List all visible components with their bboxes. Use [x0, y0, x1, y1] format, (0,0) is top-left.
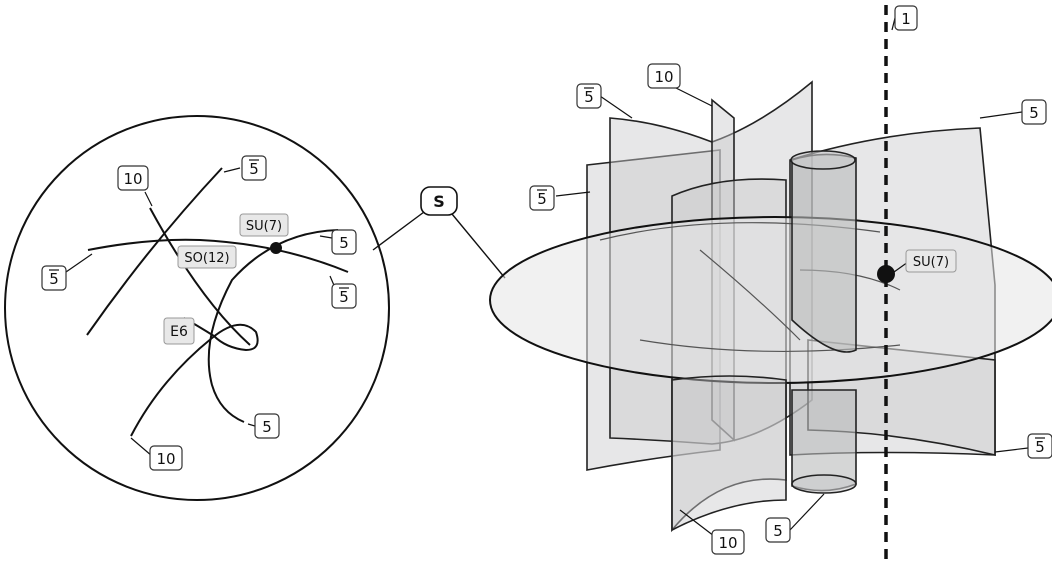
label-text: SU(7) — [246, 219, 282, 234]
leader-10-upper — [144, 191, 153, 207]
label-5-bottom-right: 5 — [765, 517, 791, 543]
label-text: 5 — [537, 190, 547, 208]
label-1: 1 — [894, 5, 918, 31]
label-10-top: 10 — [647, 63, 681, 89]
s-box — [420, 186, 458, 216]
label-5bar-left: 5 — [41, 265, 67, 291]
label-text: 5 — [49, 270, 59, 288]
label-text: 5 — [262, 418, 272, 436]
cylinder-5-bottom — [791, 474, 857, 494]
label-5-right: 5 — [331, 229, 357, 255]
leader-5bar-top — [223, 167, 241, 173]
su7-point-right — [877, 265, 895, 283]
label-5-top-right: 5 — [1021, 99, 1047, 125]
label-10-bottom: 10 — [149, 445, 183, 471]
connector-left-line — [372, 211, 425, 251]
leader-5-right — [319, 235, 333, 239]
cylinder-5 — [791, 153, 857, 353]
label-text: 10 — [156, 450, 175, 468]
leader-10-bottom-right — [679, 509, 715, 537]
connector-right-line — [451, 213, 506, 279]
s-connector: S — [372, 186, 506, 279]
horizontal-plane — [489, 216, 1052, 384]
label-text: 10 — [654, 68, 673, 86]
label-text: 5 — [339, 288, 349, 306]
label-5bar-top-right: 5 — [576, 83, 602, 109]
label-text: 10 — [718, 534, 737, 552]
label-text: 5 — [249, 160, 259, 178]
leader-5bar-bottom-right — [994, 447, 1029, 453]
label-text: 5 — [773, 522, 783, 540]
curve-10-loop — [130, 317, 259, 437]
label-10-bottom-right: 10 — [711, 529, 745, 555]
leader-10-top — [675, 87, 713, 107]
leader-5-bottom — [247, 423, 256, 427]
leader-5-bottom-right — [789, 493, 825, 531]
neighbourhood-circle — [4, 115, 390, 501]
left-panel: 5 10 SU(7) SO(12) 5 5 5 — [4, 115, 390, 501]
label-text: 10 — [123, 170, 142, 188]
label-text: 5 — [584, 88, 594, 106]
leader-5bar-left — [65, 253, 93, 273]
label-su7-left: SU(7) — [239, 213, 289, 237]
label-5bar-right: 5 — [331, 283, 357, 309]
plane-inner-line-3 — [699, 249, 801, 341]
label-su7-right: SU(7) — [905, 249, 957, 273]
label-5bar-top: 5 — [241, 155, 267, 181]
leader-10-bottom — [130, 437, 153, 457]
leader-5bar-top-right — [599, 95, 633, 119]
curve-5-arc — [207, 229, 339, 423]
leader-5bar-mid-left — [555, 191, 591, 197]
su7-point-left — [270, 242, 282, 254]
label-text: SU(7) — [913, 255, 949, 270]
s-label: S — [433, 192, 445, 211]
plane-inner-line-2 — [639, 339, 901, 353]
label-text: 5 — [1029, 104, 1039, 122]
sheet-10-front-lower — [671, 375, 787, 532]
leader-5-top-right — [979, 111, 1023, 119]
label-text: E6 — [170, 324, 188, 340]
label-text: 1 — [901, 10, 911, 28]
label-so12: SO(12) — [177, 245, 237, 269]
curve-10-upper — [149, 207, 251, 346]
label-5bar-bottom-right: 5 — [1027, 433, 1052, 459]
label-10-upper: 10 — [117, 165, 149, 191]
label-text: 5 — [1035, 438, 1045, 456]
curve-5bar-horizontal — [87, 238, 349, 273]
label-text: 5 — [339, 234, 349, 252]
label-5bar-mid-left: 5 — [529, 185, 555, 211]
cylinder-5-top — [790, 150, 856, 170]
right-panel: 1 10 5 5 5 SU(7) 5 — [489, 5, 1052, 560]
label-text: SO(12) — [184, 251, 229, 266]
label-e6: E6 — [163, 317, 195, 345]
label-5-bottom: 5 — [254, 413, 280, 439]
curve-5bar-diagonal — [86, 167, 223, 336]
